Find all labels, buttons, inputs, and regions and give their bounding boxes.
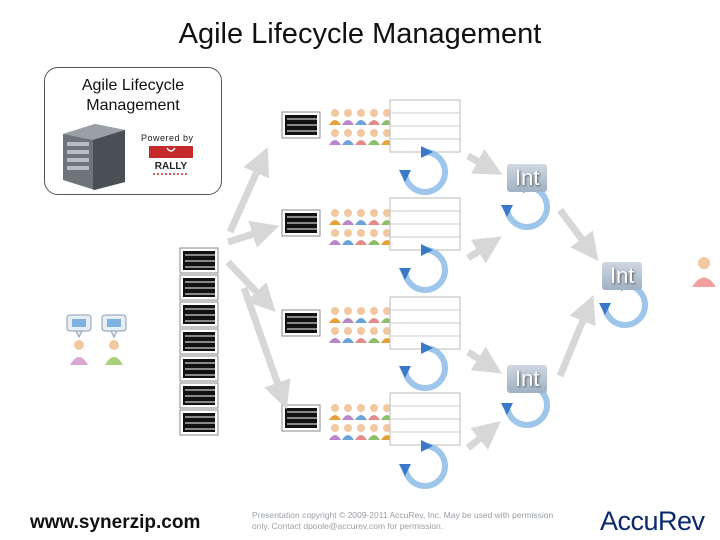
alm-box-title: Agile Lifecycle Management (81, 77, 185, 114)
team-icon (329, 404, 393, 440)
product-backlog-card (179, 409, 219, 436)
stakeholder-icon (101, 314, 127, 365)
rally-logo: RALLY (149, 146, 193, 175)
flow-arrow (466, 149, 503, 175)
flow-arrow (465, 421, 501, 451)
product-backlog-card (179, 382, 219, 409)
integration-label: Int (602, 262, 643, 290)
product-backlog-card (179, 355, 219, 382)
task-board (389, 99, 461, 153)
product-backlog-card (179, 274, 219, 301)
sprint-cycle-icon (399, 146, 448, 195)
sprint-backlog-card (281, 404, 321, 432)
flow-arrow (466, 236, 502, 264)
team-icon (329, 209, 393, 245)
alm-box: Agile Lifecycle Management Powered by RA… (44, 67, 222, 195)
powered-by-label: Powered by (141, 133, 194, 143)
product-backlog-card (179, 301, 219, 328)
team-icon (329, 109, 393, 145)
stakeholder-icon (66, 314, 92, 365)
task-board (389, 197, 461, 251)
integration-label: Int (507, 164, 548, 192)
flow-arrow (226, 220, 280, 248)
task-board (389, 392, 461, 446)
accurev-logo: AccuRev (600, 506, 705, 536)
flow-arrow (466, 346, 502, 374)
server-icon (63, 124, 125, 190)
team-icon (329, 307, 393, 343)
flow-arrow (557, 207, 599, 262)
integration-label: Int (507, 365, 548, 393)
sprint-backlog-card (281, 309, 321, 337)
sprint-cycle-icon (399, 342, 448, 391)
customer-icon (692, 257, 716, 287)
sprint-cycle-icon (399, 440, 448, 489)
task-board (389, 296, 461, 350)
slide-title: Agile Lifecycle Management (178, 18, 542, 50)
sprint-backlog-card (281, 111, 321, 139)
flow-arrow (226, 147, 270, 234)
footer-copyright: Presentation copyright © 2009-2011 AccuR… (252, 510, 554, 531)
product-backlog-card (179, 328, 219, 355)
footer-url: www.synerzip.com (30, 512, 201, 533)
sprint-cycle-icon (399, 244, 448, 293)
flow-arrow (556, 295, 596, 378)
flow-arrow (225, 259, 276, 313)
flow-arrow (240, 286, 291, 410)
rally-logo-text: RALLY (155, 161, 188, 172)
sprint-backlog-card (281, 209, 321, 237)
product-backlog-card (179, 247, 219, 274)
